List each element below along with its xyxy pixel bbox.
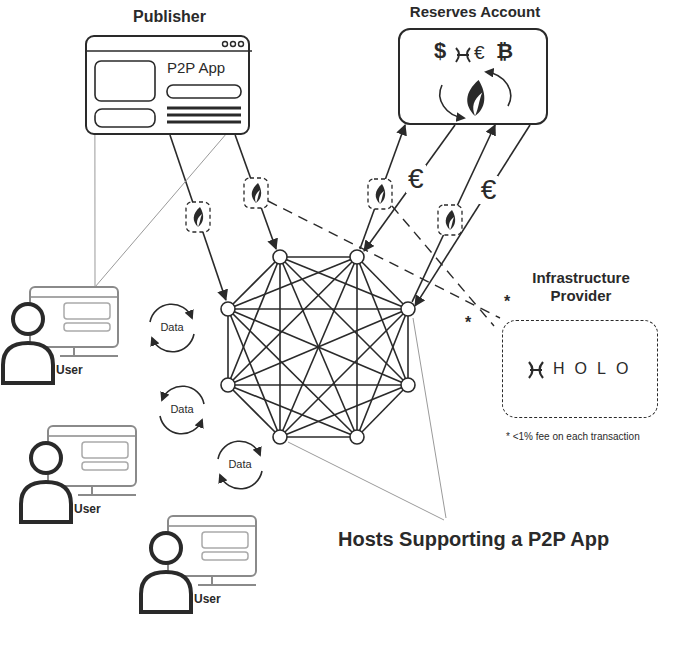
token-icon <box>368 179 392 209</box>
leader-connector <box>95 135 225 287</box>
user-station: User <box>138 512 263 612</box>
flow-arrow <box>415 125 530 306</box>
currency-symbol: € <box>474 42 485 65</box>
host-network: Hosts Supporting a P2P App <box>220 249 416 445</box>
token-icon <box>438 205 462 235</box>
flow-arrow <box>360 125 405 249</box>
token-icon <box>186 202 210 232</box>
user-label: User <box>194 592 221 606</box>
heading: Publisher <box>87 7 252 26</box>
data-cycle-arrows <box>150 304 262 489</box>
user-station: User <box>18 422 143 522</box>
publisher-window: PublisherP2P App <box>85 35 250 135</box>
footnote-mark: * <box>504 292 510 311</box>
network-caption: Hosts Supporting a P2P App <box>338 527 609 551</box>
heading: Reserves Account <box>390 3 560 21</box>
app-name: P2P App <box>167 59 225 77</box>
currency-symbol: $ <box>434 38 446 64</box>
host-network-art <box>220 249 416 445</box>
flow-arrow <box>170 135 226 300</box>
holo-provider-box: Infrastructure ProviderHOLO <box>502 320 658 418</box>
edge-label: € <box>479 176 499 204</box>
fee-dashed-lines <box>268 201 500 326</box>
data-label: Data <box>170 403 193 416</box>
currency-symbol: ₿ <box>496 38 513 63</box>
user-label: User <box>56 363 83 377</box>
heading: Infrastructure Provider <box>503 269 659 305</box>
data-label: Data <box>160 321 183 334</box>
token-icon <box>244 178 268 208</box>
flow-arrow <box>412 125 495 302</box>
footnote: * <1% fee on each transaction <box>506 431 640 443</box>
footnote-mark: * <box>465 313 471 332</box>
brand-name: HOLO <box>553 359 638 378</box>
edge-label: € <box>406 165 426 193</box>
data-label: Data <box>228 458 251 471</box>
publisher-window-art <box>87 37 252 137</box>
user-label: User <box>74 502 101 516</box>
reserves-box: Reserves Account$€₿ <box>398 28 548 125</box>
flow-arrow <box>235 135 276 249</box>
user-station: User <box>0 283 125 383</box>
